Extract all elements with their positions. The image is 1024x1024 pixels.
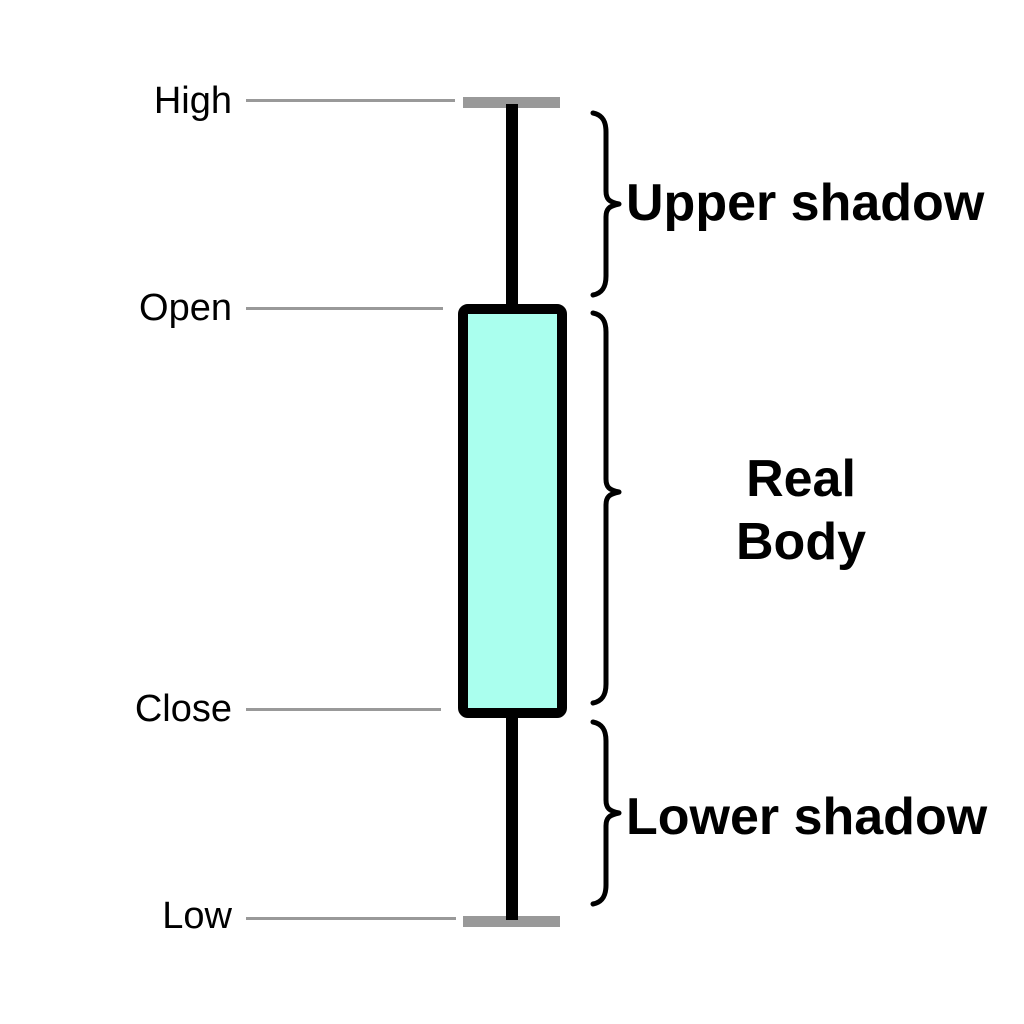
annotation-real-body-line1: Real	[746, 450, 856, 508]
real-body-rect	[458, 304, 567, 718]
label-low: Low	[162, 895, 232, 937]
upper-shadow-wick	[506, 104, 518, 309]
lower-shadow-wick	[506, 712, 518, 920]
leader-line-close	[246, 708, 441, 711]
leader-line-high	[246, 99, 455, 102]
leader-line-low	[246, 917, 456, 920]
annotation-lower-shadow: Lower shadow	[626, 788, 988, 846]
low-tick-mark	[463, 916, 560, 927]
label-open: Open	[139, 287, 232, 329]
annotation-upper-shadow: Upper shadow	[626, 174, 985, 232]
high-tick-mark	[463, 97, 560, 108]
annotation-real-body-line2: Body	[736, 513, 866, 571]
upper-shadow-brace	[590, 110, 622, 298]
real-body-brace	[590, 310, 622, 706]
lower-shadow-brace	[590, 719, 622, 907]
annotation-real-body: Real Body	[690, 448, 912, 574]
label-close: Close	[134, 688, 232, 730]
leader-line-open	[246, 307, 443, 310]
label-high: High	[153, 80, 232, 122]
